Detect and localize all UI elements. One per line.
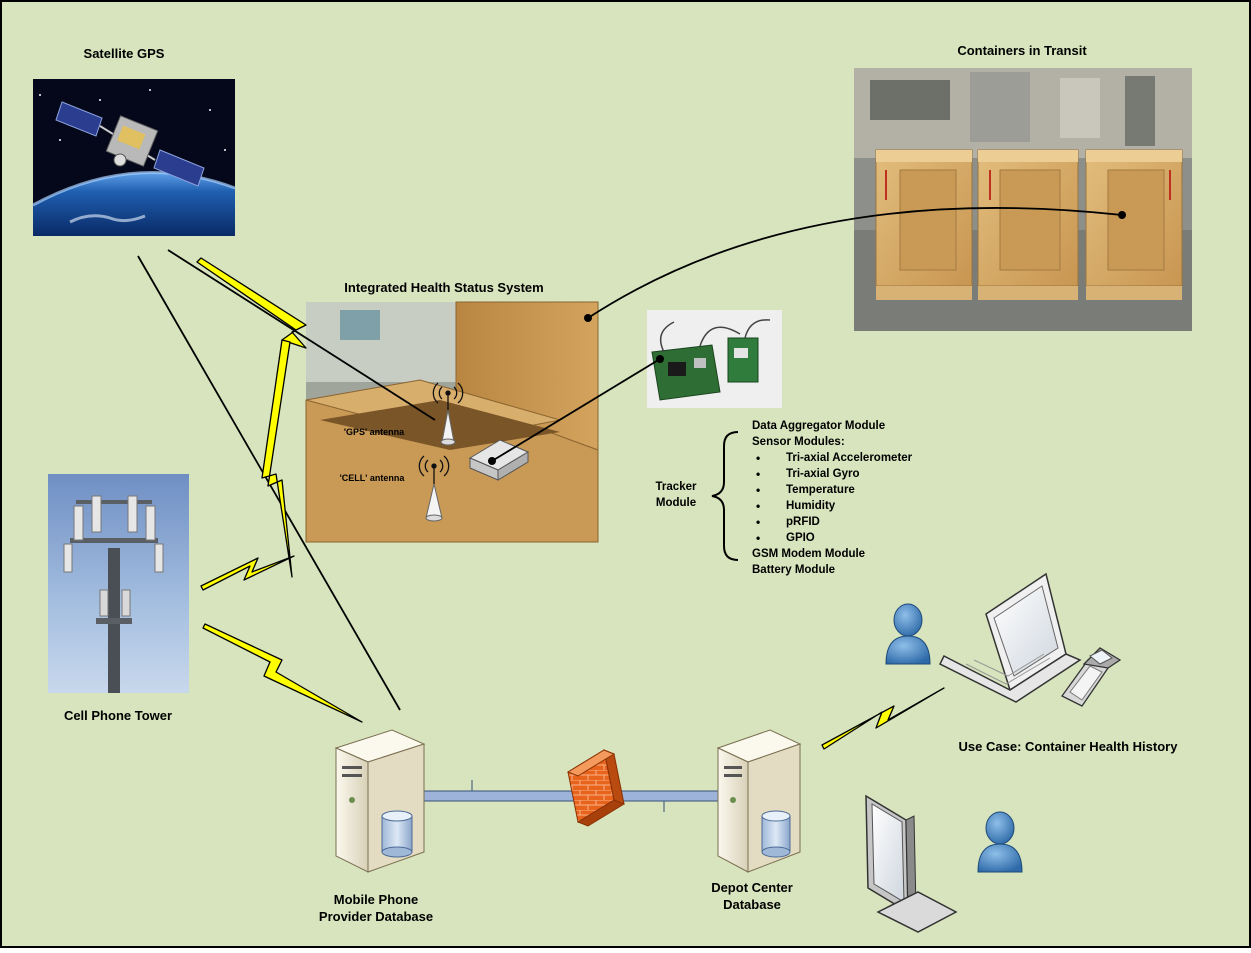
tracker-label-line2: Module: [656, 497, 696, 509]
depot-db-label-line2: Database: [723, 897, 781, 912]
desktop-monitor-icon: [865, 794, 958, 933]
mobile-phone-icon: [1061, 647, 1122, 707]
sensor-item: GPIO: [752, 530, 1012, 546]
board-dot: [656, 355, 664, 363]
module-aggregator: Data Aggregator Module: [752, 420, 886, 432]
module-gsm: GSM Modem Module: [752, 548, 866, 560]
laptop-icon: [938, 572, 1082, 703]
satellite-label: Satellite GPS: [84, 46, 165, 61]
mobile-db-label-line2: Provider Database: [319, 909, 433, 924]
cell-antenna-wave-icon: [418, 455, 450, 484]
ihss-image: [305, 301, 599, 543]
firewall-icon: [566, 749, 626, 827]
user-icon-top: [885, 603, 931, 665]
cell-antenna-label: 'CELL' antenna: [340, 473, 406, 483]
gps-antenna-label: 'GPS' antenna: [344, 427, 405, 437]
sensor-item: Humidity: [752, 498, 1012, 514]
use-case-label: Use Case: Container Health History: [959, 739, 1179, 754]
tracker-board-image: [647, 310, 782, 408]
user-icon-bottom: [977, 811, 1023, 873]
sensor-list: Tri-axial Accelerometer Tri-axial Gyro T…: [752, 450, 1012, 546]
sensor-item: pRFID: [752, 514, 1012, 530]
mobile-db-label-line1: Mobile Phone: [334, 892, 419, 907]
cell-tower-label: Cell Phone Tower: [64, 708, 172, 723]
module-battery: Battery Module: [752, 564, 836, 576]
lightning-satellite-ihss: [196, 257, 307, 349]
lightning-tower-ihss: [200, 555, 295, 591]
lightning-satellite-tower: [261, 339, 293, 578]
tracker-module-list: Data Aggregator Module Sensor Modules: T…: [752, 418, 1012, 578]
tracker-label-line1: Tracker: [656, 481, 697, 493]
tracker-box-dot: [488, 457, 496, 465]
cell-tower-image: [48, 474, 189, 693]
gps-antenna-wave-icon: [432, 382, 464, 410]
sensor-item: Temperature: [752, 482, 1012, 498]
lightning-bolts: [196, 257, 945, 750]
ihss-lid-dot: [584, 314, 592, 322]
containers-image: [854, 68, 1192, 331]
depot-db-label-line1: Depot Center: [711, 880, 793, 895]
sensor-item: Tri-axial Accelerometer: [752, 450, 1012, 466]
lightning-tower-mobile: [202, 623, 363, 723]
mobile-provider-server-icon: [334, 729, 426, 873]
module-sensors-heading: Sensor Modules:: [752, 436, 845, 448]
container-dot: [1118, 211, 1126, 219]
sensor-item: Tri-axial Gyro: [752, 466, 1012, 482]
containers-label: Containers in Transit: [957, 43, 1087, 58]
ihss-label: Integrated Health Status System: [344, 280, 543, 295]
lightning-depot-user: [821, 687, 945, 750]
depot-server-icon: [716, 729, 802, 873]
tracker-brace: [711, 431, 739, 561]
satellite-image: [32, 79, 236, 236]
